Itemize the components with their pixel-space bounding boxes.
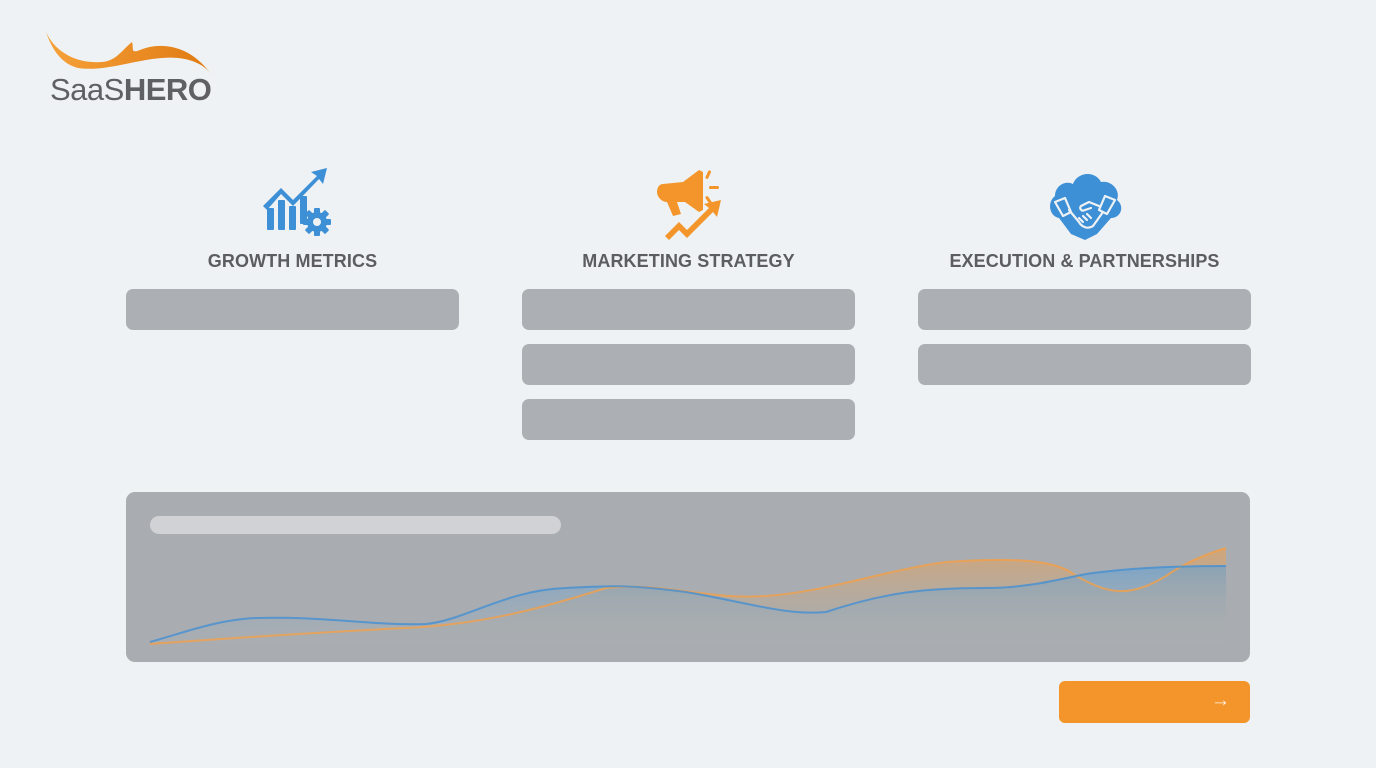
growth-metrics-item-1[interactable] — [126, 289, 459, 330]
megaphone-trend-icon — [656, 170, 721, 240]
series-orange-line — [149, 547, 1227, 645]
brand-name-bold: HERO — [123, 72, 212, 107]
marketing-strategy-item-1[interactable] — [522, 289, 855, 330]
column-marketing-strategy: MARKETING STRATEGY — [522, 160, 855, 272]
chart-title-placeholder — [150, 516, 561, 534]
brand-name-light: SaaS — [50, 72, 124, 107]
column-execution-partnerships: EXECUTION & PARTNERSHIPS — [918, 160, 1251, 272]
swoosh-icon — [46, 32, 212, 76]
arrow-right-icon: → — [1211, 690, 1230, 711]
execution-partnerships-item-1[interactable] — [918, 289, 1251, 330]
continue-button[interactable]: → — [1059, 681, 1250, 723]
series-blue-area — [150, 566, 1226, 642]
execution-partnerships-item-2[interactable] — [918, 344, 1251, 385]
heading-marketing-strategy: MARKETING STRATEGY — [582, 251, 795, 271]
heading-growth-metrics: GROWTH METRICS — [207, 251, 378, 271]
column-growth-metrics: GROWTH METRICS — [126, 160, 459, 272]
marketing-strategy-item-2[interactable] — [522, 344, 855, 385]
area-chart — [149, 547, 1227, 645]
saashero-logo[interactable]: SaaSHERO — [44, 28, 224, 108]
series-blue-line — [149, 565, 1227, 643]
heading-execution-partnerships: EXECUTION & PARTNERSHIPS — [949, 251, 1220, 271]
brand-name: SaaSHERO — [50, 72, 212, 108]
chart-panel — [126, 492, 1250, 662]
growth-chart-gear-icon — [262, 168, 331, 236]
cloud-handshake-icon — [1049, 173, 1121, 240]
marketing-strategy-item-3[interactable] — [522, 399, 855, 440]
